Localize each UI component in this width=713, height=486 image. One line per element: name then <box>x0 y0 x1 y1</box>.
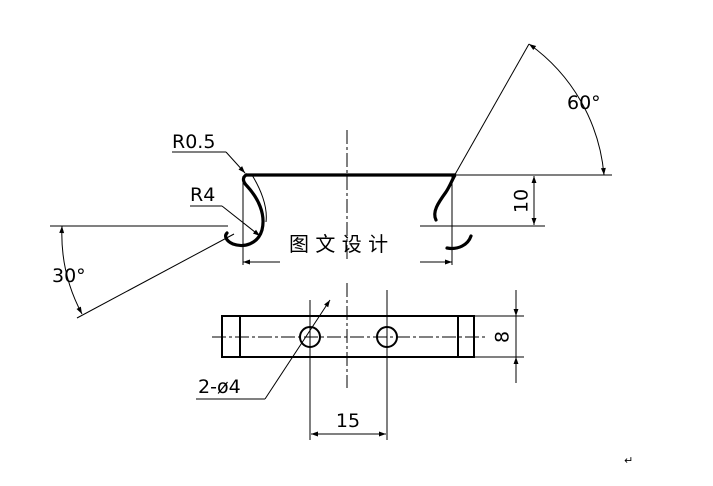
angle-top-ray <box>452 43 530 179</box>
angle-top-arc <box>528 43 606 176</box>
r05-text: R0.5 <box>172 131 215 153</box>
spacing-dim-text: 15 <box>336 410 360 432</box>
clip-left-hook <box>224 173 265 248</box>
angle-top-text: 60° <box>567 92 601 114</box>
angle-left-ray <box>76 233 235 319</box>
angle-left-text: 30° <box>52 265 86 287</box>
angle-left-arc <box>59 225 83 315</box>
r4-leader <box>221 205 261 237</box>
width8-text: 8 <box>492 331 514 343</box>
top-view: 2-ø4 15 8 <box>196 283 524 440</box>
holes-leader <box>264 299 331 400</box>
clip-right-hook <box>433 173 457 222</box>
clip-right-hook-lower <box>445 234 473 251</box>
holes-text: 2-ø4 <box>198 376 241 398</box>
return-mark: ↵ <box>624 454 633 467</box>
clip-left-inner <box>251 174 267 223</box>
watermark-text: 图 文 设 计 <box>289 232 388 256</box>
r05-leader <box>225 151 246 174</box>
front-view: 10 60° 30° R0.5 R4 图 文 设 计 <box>50 43 612 319</box>
height-dim-text: 10 <box>511 189 533 213</box>
r4-text: R4 <box>190 184 215 206</box>
